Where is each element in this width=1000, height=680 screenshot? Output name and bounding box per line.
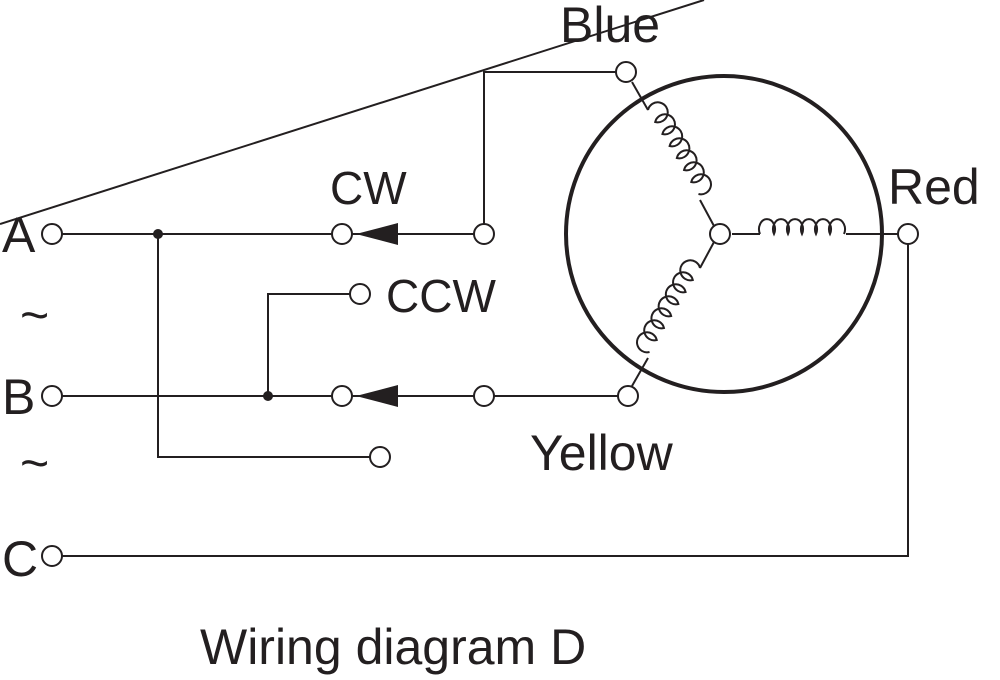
blue-center-link	[699, 199, 715, 227]
label-phase-c: C	[2, 531, 38, 587]
terminal-yellow	[617, 385, 639, 407]
terminal-a	[41, 223, 63, 245]
terminal-blue	[615, 61, 637, 83]
junction-a	[153, 229, 163, 239]
blue-lead	[631, 81, 649, 111]
yellow-center-link	[699, 241, 715, 269]
label-ccw: CCW	[386, 270, 496, 322]
coil-blue	[647, 101, 712, 196]
terminal-lower	[369, 446, 391, 468]
terminal-c	[41, 545, 63, 567]
wire-a-tap	[157, 234, 370, 458]
yellow-lead	[631, 357, 649, 387]
wire-c-to-red	[62, 244, 909, 557]
wire-b-tap	[267, 293, 350, 396]
junction-b	[263, 391, 273, 401]
terminal-upper-out	[473, 223, 495, 245]
blue-to-center	[0, 0, 705, 225]
diagram-caption: Wiring diagram D	[200, 619, 586, 675]
label-phase-b: B	[2, 369, 35, 425]
arrow-ccw-icon	[356, 385, 398, 407]
terminal-red	[897, 223, 919, 245]
label-blue: Blue	[560, 0, 660, 53]
label-cw: CW	[330, 162, 407, 214]
label-red: Red	[888, 159, 980, 215]
motor	[0, 0, 919, 407]
label-phase-a: A	[2, 207, 36, 263]
terminal-ccw	[349, 283, 371, 305]
terminal-b	[41, 385, 63, 407]
terminal-lower-out	[473, 385, 495, 407]
coil-red	[758, 218, 846, 237]
terminal-cw	[331, 223, 353, 245]
arrow-cw-icon	[356, 223, 398, 245]
ac-symbol-2: ~	[20, 435, 49, 491]
coil-yellow	[636, 259, 701, 354]
ac-symbol-1: ~	[20, 287, 49, 343]
terminal-center	[709, 223, 731, 245]
wire-to-blue	[483, 71, 616, 224]
terminal-b-switch	[331, 385, 353, 407]
label-yellow: Yellow	[530, 425, 674, 481]
